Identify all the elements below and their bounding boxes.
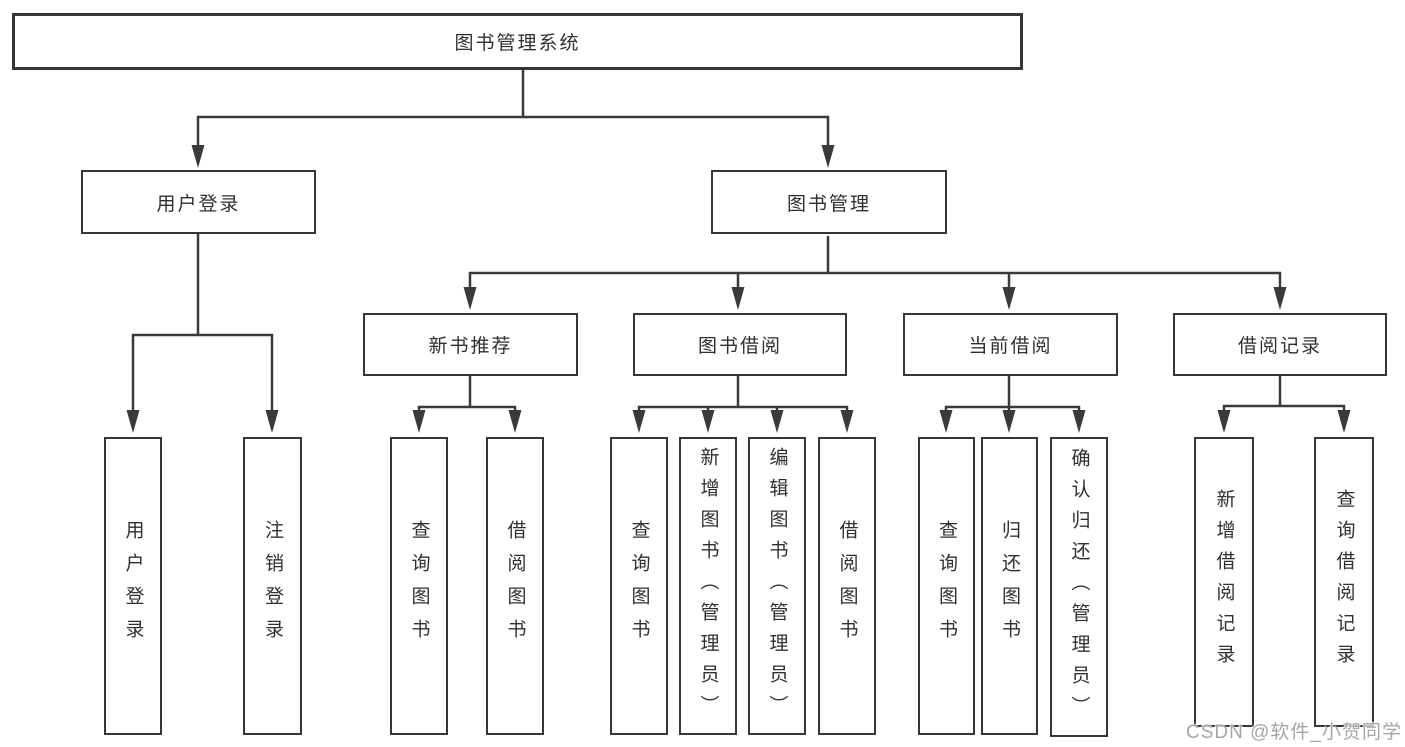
leaf-label: 查询图书 <box>628 520 650 652</box>
node-borrowing-records: 借阅记录 <box>1173 313 1387 376</box>
node-new-book-recommendation: 新书推荐 <box>363 313 578 376</box>
leaf-label: 注销登录 <box>262 520 283 652</box>
leaf-confirm-return-admin: 确认归还（管理员） <box>1050 437 1108 737</box>
leaf-user-login: 用户登录 <box>104 437 162 735</box>
node-book-borrowing: 图书借阅 <box>633 313 847 376</box>
leaf-add-borrow-record: 新增借阅记录 <box>1194 437 1254 727</box>
leaf-label: 查询图书 <box>936 520 957 652</box>
node-label: 新书推荐 <box>428 336 513 357</box>
leaf-logout-login: 注销登录 <box>243 437 302 735</box>
node-label: 用户登录 <box>156 193 241 215</box>
leaf-label: 借阅图书 <box>504 520 526 652</box>
node-label: 图书管理系统 <box>454 33 581 54</box>
node-label: 图书管理 <box>786 193 871 215</box>
node-label: 图书借阅 <box>697 336 782 357</box>
leaf-borrow-books-recommend: 借阅图书 <box>486 437 544 735</box>
leaf-label: 编辑图书（管理员） <box>766 446 788 726</box>
watermark: CSDN @软件_小贺同学 <box>1186 722 1402 743</box>
arrow-down-icons <box>126 145 1351 433</box>
leaf-add-books-admin: 新增图书（管理员） <box>679 437 737 735</box>
node-label: 借阅记录 <box>1237 336 1322 357</box>
leaf-borrow-books-borrowing: 借阅图书 <box>818 437 876 735</box>
leaf-query-books-recommend: 查询图书 <box>390 437 448 735</box>
leaf-label: 新增图书（管理员） <box>697 446 719 726</box>
leaf-label: 借阅图书 <box>836 520 858 652</box>
connector-line <box>131 70 1346 411</box>
leaf-return-books: 归还图书 <box>981 437 1038 735</box>
leaf-label: 确认归还（管理员） <box>1068 447 1090 727</box>
leaf-label: 新增借阅记录 <box>1213 489 1235 675</box>
leaf-label: 查询图书 <box>408 520 430 652</box>
leaf-query-books-current: 查询图书 <box>918 437 975 735</box>
leaf-label: 查询借阅记录 <box>1333 489 1355 675</box>
node-library-management-system: 图书管理系统 <box>12 13 1023 70</box>
leaf-edit-books-admin: 编辑图书（管理员） <box>748 437 806 735</box>
leaf-query-borrow-record: 查询借阅记录 <box>1314 437 1374 727</box>
node-user-login: 用户登录 <box>81 170 316 234</box>
node-current-borrowing: 当前借阅 <box>903 313 1118 376</box>
leaf-query-books-borrowing: 查询图书 <box>610 437 668 735</box>
leaf-label: 用户登录 <box>122 520 144 652</box>
node-book-management: 图书管理 <box>711 170 947 234</box>
node-label: 当前借阅 <box>968 336 1053 357</box>
leaf-label: 归还图书 <box>999 520 1020 652</box>
